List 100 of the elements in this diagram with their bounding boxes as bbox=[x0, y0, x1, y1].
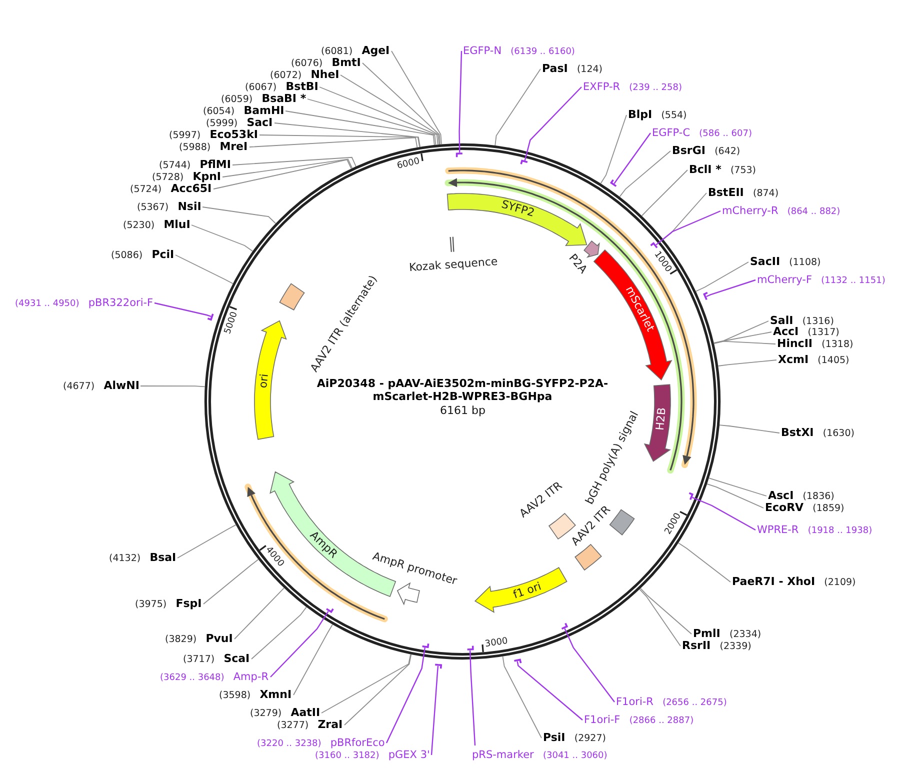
leader-line bbox=[293, 624, 334, 696]
leader-line bbox=[494, 68, 541, 146]
restriction-site-label: (3717) ScaI bbox=[183, 650, 250, 666]
primer-mark bbox=[514, 658, 522, 664]
leader-line bbox=[656, 210, 721, 246]
leader-line bbox=[222, 158, 353, 178]
restriction-site-label: (3598) XmnI bbox=[219, 686, 292, 702]
leader-line bbox=[202, 206, 276, 224]
primer-label: WPRE-R (1918 .. 1938) bbox=[757, 522, 872, 536]
restriction-site-label: BstXI (1630) bbox=[781, 424, 854, 440]
leader-line bbox=[191, 224, 254, 252]
leader-line bbox=[340, 74, 440, 146]
restriction-site-label: BsrGI (642) bbox=[672, 142, 740, 158]
leader-line bbox=[718, 424, 780, 434]
leader-line bbox=[524, 86, 582, 161]
restriction-site-label: (3279) AatII bbox=[250, 704, 320, 720]
leader-line bbox=[259, 134, 420, 148]
restriction-site-label: SacII (1108) bbox=[750, 254, 821, 268]
primer-label: F1ori-R (2656 .. 2675) bbox=[616, 694, 727, 708]
primer-label: mCherry-F (1132 .. 1151) bbox=[757, 272, 886, 286]
feature-label: f1 ori bbox=[512, 580, 543, 601]
leader-line bbox=[154, 302, 212, 317]
leader-line bbox=[140, 386, 206, 388]
restriction-site-label: (5997) Eco53kI bbox=[169, 126, 258, 142]
primer-label: EXFP-R (239 .. 258) bbox=[583, 78, 682, 94]
leader-line bbox=[391, 50, 442, 145]
restriction-site-label: RsrII (2339) bbox=[682, 638, 752, 652]
leader-line bbox=[502, 656, 542, 738]
restriction-site-label: (3975) FspI bbox=[135, 596, 202, 610]
restriction-site-label: (5724) Acc65I bbox=[130, 180, 212, 196]
restriction-site-label: (5728) KpnI bbox=[152, 168, 222, 184]
leader-line bbox=[307, 98, 436, 146]
leader-line bbox=[386, 648, 426, 744]
leader-line bbox=[251, 606, 307, 660]
restriction-site-label: (6054) BamHI bbox=[203, 102, 284, 118]
restriction-site-label: (5367) NsiI bbox=[137, 198, 202, 214]
leader-line bbox=[706, 483, 764, 508]
primer-mark bbox=[703, 292, 708, 300]
restriction-site-label: SalI (1316) bbox=[770, 312, 834, 328]
primer-label: F1ori-F (2866 .. 2887) bbox=[584, 712, 694, 726]
leader-line bbox=[600, 114, 627, 184]
restriction-site-label: BclI * (753) bbox=[689, 162, 756, 176]
feature-label: SYFP2 bbox=[500, 198, 536, 220]
restriction-site-label: BstEII (874) bbox=[708, 184, 779, 200]
primer-label: (3160 .. 3182) pGEX 3' bbox=[315, 746, 430, 762]
leader-line bbox=[678, 542, 731, 582]
leader-line bbox=[430, 666, 439, 756]
leader-line bbox=[234, 587, 285, 640]
plasmid-title: AiP20348 - pAAV-AiE3502m-minBG-SYFP2-P2A-mScarlet-H2B-WPRE3-BGHpa bbox=[316, 377, 610, 403]
restriction-site-label: (3277) ZraI bbox=[277, 716, 343, 732]
restriction-site-label: (4132) BsaI bbox=[109, 550, 176, 564]
leader-line bbox=[662, 192, 707, 240]
primer-label: EGFP-C (586 .. 607) bbox=[652, 124, 752, 140]
leader-line bbox=[718, 360, 777, 366]
restriction-site-label: PsiI (2927) bbox=[543, 730, 606, 744]
leader-line bbox=[203, 558, 259, 604]
feature-label: H2B bbox=[654, 407, 669, 431]
restriction-site-label: (6067) BstBI bbox=[245, 78, 318, 94]
leader-line bbox=[470, 650, 476, 746]
leader-line bbox=[614, 132, 651, 184]
feature-label: ori bbox=[257, 372, 270, 388]
primer-label: mCherry-R (864 .. 882) bbox=[722, 202, 840, 218]
leader-line bbox=[639, 588, 681, 646]
primer-label: EGFP-N (6139 .. 6160) bbox=[463, 42, 575, 58]
leader-line bbox=[274, 122, 421, 148]
leader-line bbox=[321, 654, 412, 714]
restriction-site-label: (5999) SacI bbox=[206, 114, 273, 130]
leader-line bbox=[713, 340, 776, 344]
restriction-site-label: PmlI (2334) bbox=[693, 626, 762, 640]
restriction-site-label: PasI (124) bbox=[542, 60, 602, 76]
leader-line bbox=[232, 156, 356, 167]
restriction-site-label: (6081) AgeI bbox=[321, 42, 390, 58]
restriction-site-label: (6072) NheI bbox=[270, 66, 340, 82]
restriction-site-label: AscI (1836) bbox=[768, 488, 834, 502]
leader-line bbox=[692, 496, 756, 531]
leader-line bbox=[177, 524, 236, 558]
leader-line bbox=[706, 279, 756, 298]
restriction-site-label: (3829) PvuI bbox=[165, 630, 233, 646]
leader-line bbox=[564, 628, 615, 702]
plasmid-size: 6161 bp bbox=[440, 404, 486, 417]
leader-line bbox=[640, 588, 692, 634]
restriction-site-label: (6076) BmtI bbox=[291, 54, 361, 70]
primer-label: pRS-marker (3041 .. 3060) bbox=[472, 746, 608, 762]
restriction-site-label: (5230) MluI bbox=[123, 216, 190, 232]
primer-mark bbox=[435, 664, 442, 669]
leader-line bbox=[458, 50, 462, 152]
restriction-site-label: PaeR7I - XhoI (2109) bbox=[732, 574, 856, 588]
leader-line bbox=[619, 150, 671, 198]
restriction-site-label: (5744) PflMI bbox=[159, 156, 231, 172]
leader-line bbox=[708, 478, 767, 496]
restriction-site-label: (6059) BsaBI * bbox=[221, 90, 306, 106]
primer-mark bbox=[207, 314, 214, 321]
restriction-site-label: (5086) PciI bbox=[111, 246, 174, 262]
leader-line bbox=[285, 110, 435, 146]
leader-line bbox=[344, 654, 412, 726]
restriction-site-label: BlpI (554) bbox=[628, 106, 687, 122]
restriction-site-label: EcoRV (1859) bbox=[765, 500, 844, 514]
primer-label: (3629 .. 3648) Amp-R bbox=[160, 668, 269, 684]
leader-line bbox=[713, 320, 769, 344]
leader-line bbox=[175, 254, 234, 284]
